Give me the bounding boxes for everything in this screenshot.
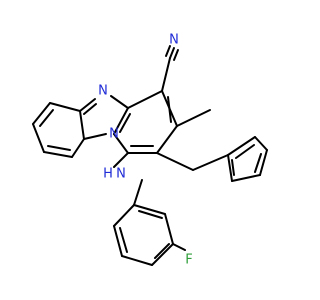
bond-ph-5 <box>227 154 233 182</box>
bond-ar-f <box>172 243 186 251</box>
bond-imid-2 <box>79 98 96 112</box>
bond-ph-1-inner <box>235 144 255 159</box>
benzyl-group <box>156 136 268 182</box>
bond-ar-2 <box>113 225 123 257</box>
bond-imid-4 <box>83 133 107 140</box>
structure-drawing: N N N H N F <box>32 33 268 268</box>
bond-benzo-2 <box>32 102 51 125</box>
bond-imid-3 <box>79 110 85 140</box>
imidazole-nitrogen-label: N <box>98 84 108 99</box>
bond-ph-1 <box>227 136 256 156</box>
bond-ar-5 <box>164 213 174 245</box>
bond-benzo-2-inner <box>39 109 54 127</box>
bond-imid-1 <box>110 95 129 109</box>
bond-pyr-2-inner <box>167 96 172 123</box>
bond-benzo-4-inner <box>47 145 71 151</box>
molecule-diagram: N N N H N F <box>32 32 268 268</box>
bond-ar-6 <box>133 204 166 215</box>
bond-benzo-5 <box>71 138 85 158</box>
bond-ph-5-inner <box>231 159 235 176</box>
pyridine-ring <box>113 90 178 154</box>
bond-ar-3 <box>121 255 153 266</box>
bond-ar-4-inner <box>154 243 170 259</box>
bond-pyr-3 <box>156 125 178 154</box>
bond-ph-4 <box>231 174 261 182</box>
bond-nh-ar <box>133 179 143 206</box>
nitrile-nitrogen-label: N <box>169 33 179 48</box>
bond-cn-triple-2 <box>165 45 171 57</box>
bond-benzo-4 <box>43 151 73 158</box>
nitrile-group <box>161 45 179 92</box>
bond-ar-1 <box>113 204 135 227</box>
bond-ar-2-inner <box>119 227 128 253</box>
bond-ar-6-inner <box>138 210 163 219</box>
fluorophenyl-amine-group <box>113 152 186 266</box>
benzo-ring <box>32 102 85 158</box>
bond-benzo-3 <box>32 123 45 153</box>
bond-pyr-5 <box>113 133 129 154</box>
bond-cn-triple-3 <box>173 49 179 61</box>
bond-c-nh <box>113 152 129 168</box>
bond-ch2-ph <box>192 154 229 171</box>
bond-ar-4 <box>151 243 174 266</box>
bond-ph-2 <box>254 136 268 151</box>
methyl-bond <box>176 109 211 127</box>
bond-imid-2-inner <box>83 103 97 115</box>
bond-ph-3 <box>259 149 268 176</box>
amine-hydrogen-label: H <box>103 167 113 182</box>
bridgehead-nitrogen-label: N <box>109 127 119 142</box>
bond-pyr-6 <box>113 107 129 135</box>
bond-cn-triple-1 <box>169 47 175 59</box>
bond-ph-3-inner <box>254 153 262 173</box>
bond-pyr-6-inner <box>119 113 131 133</box>
amine-nitrogen-label: N <box>116 167 126 182</box>
bond-pyr-1 <box>127 90 163 109</box>
bond-benzo-1 <box>49 102 81 112</box>
fluorine-label: F <box>185 253 192 268</box>
imidazole-ring <box>79 95 129 140</box>
bond-c-cn <box>161 57 171 92</box>
bond-ch2 <box>156 152 194 171</box>
